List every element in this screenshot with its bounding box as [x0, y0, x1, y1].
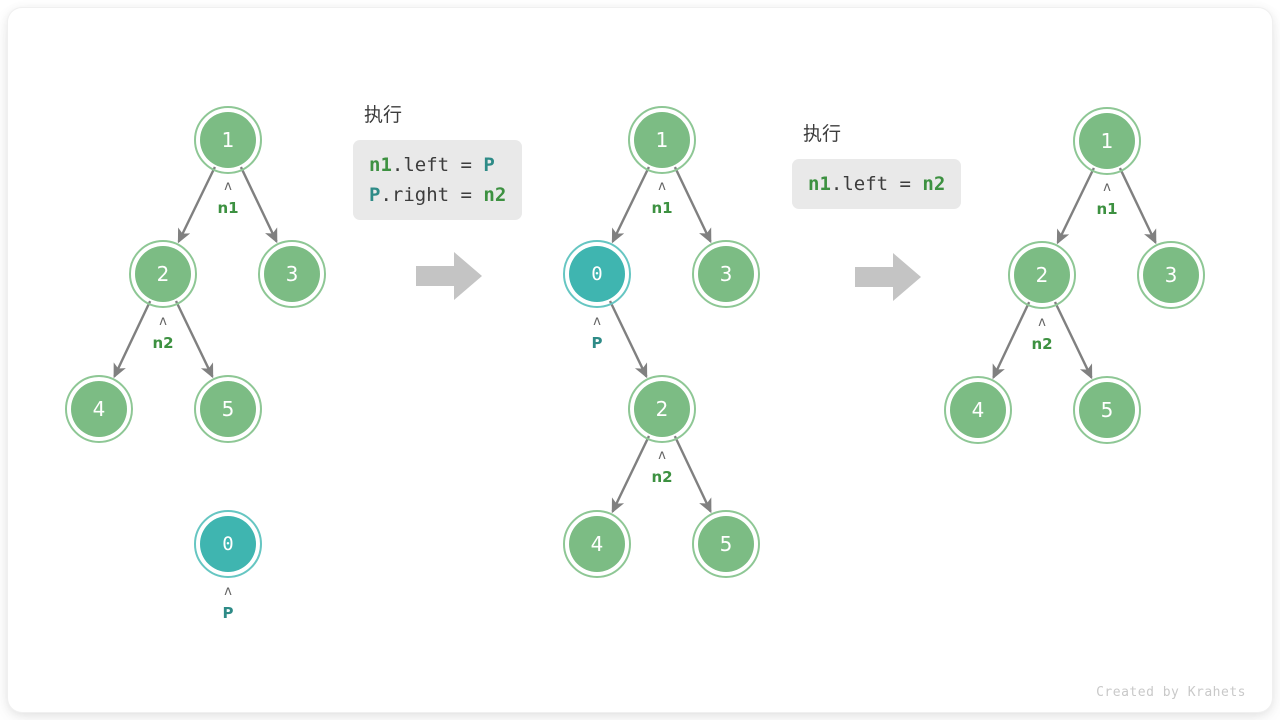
pointer-caret-icon: ʌ — [593, 314, 601, 329]
code-snippet: n1.left = n2 — [792, 159, 962, 209]
tree-node-0[interactable]: 0 — [563, 240, 631, 308]
code-token: n1 — [808, 173, 831, 195]
tree-node-3[interactable]: 3 — [692, 240, 760, 308]
step-caption: 执行 — [803, 123, 842, 145]
tree-node-ring — [129, 240, 197, 308]
pointer-name: n1 — [651, 199, 673, 217]
code-token: .right = — [380, 184, 484, 206]
tree-node-4[interactable]: 4 — [563, 510, 631, 578]
tree-node-4[interactable]: 4 — [65, 375, 133, 443]
tree-node-ring — [194, 375, 262, 443]
pointer-name: n1 — [1096, 200, 1118, 218]
tree-node-ring — [1073, 107, 1141, 175]
tree-node-ring — [194, 106, 262, 174]
tree-node-value: 0 — [591, 262, 603, 285]
pointer-label-n1: ʌ n1 — [622, 179, 702, 218]
tree-node-value: 1 — [221, 128, 235, 152]
tree-node-value: 4 — [590, 532, 604, 556]
tree-node-1[interactable]: 1 — [1073, 107, 1141, 175]
code-token: P — [483, 154, 495, 176]
transition-arrow-icon — [853, 249, 923, 305]
tree-node-value: 2 — [1035, 263, 1049, 287]
tree-node-value: 3 — [719, 262, 733, 286]
tree-node-5[interactable]: 5 — [194, 375, 262, 443]
code-token: .left = — [391, 154, 484, 176]
pointer-caret-icon: ʌ — [658, 179, 666, 194]
tree-node-value: 2 — [156, 262, 170, 286]
tree-node-2[interactable]: 2 — [1008, 241, 1076, 309]
tree-node-ring — [563, 510, 631, 578]
tree-node-1[interactable]: 1 — [194, 106, 262, 174]
code-token: n1 — [369, 154, 392, 176]
pointer-name: n1 — [217, 199, 239, 217]
tree-node-ring — [1137, 241, 1205, 309]
tree-node-3[interactable]: 3 — [1137, 241, 1205, 309]
tree-node-value: 4 — [971, 398, 985, 422]
transition-arrow-icon — [414, 248, 484, 304]
code-token: P — [369, 184, 381, 206]
tree-node-ring — [692, 240, 760, 308]
pointer-name: n2 — [1031, 335, 1053, 353]
tree-node-1[interactable]: 1 — [628, 106, 696, 174]
tree-node-2[interactable]: 2 — [129, 240, 197, 308]
tree-node-value: 5 — [1100, 398, 1114, 422]
pointer-caret-icon: ʌ — [224, 584, 232, 599]
pointer-label-n2: ʌ n2 — [1002, 315, 1082, 354]
code-token: .left = — [830, 173, 923, 195]
pointer-label-n1: ʌ n1 — [188, 179, 268, 218]
step-caption: 执行 — [364, 104, 403, 126]
tree-node-ring — [628, 106, 696, 174]
tree-node-ring — [258, 240, 326, 308]
code-token: n2 — [483, 184, 507, 206]
credit-text: Created by Krahets — [1096, 685, 1246, 700]
pointer-label-n1: ʌ n1 — [1067, 180, 1147, 219]
tree-node-value: 2 — [655, 397, 669, 421]
tree-node-ring — [628, 375, 696, 443]
tree-node-0[interactable]: 0 — [194, 510, 262, 578]
tree-node-value: 1 — [655, 128, 669, 152]
code-token: n2 — [922, 173, 946, 195]
pointer-caret-icon: ʌ — [224, 179, 232, 194]
tree-node-ring — [692, 510, 760, 578]
tree-node-value: 1 — [1100, 129, 1114, 153]
tree-node-ring — [1008, 241, 1076, 309]
tree-node-value: 5 — [719, 532, 733, 556]
pointer-caret-icon: ʌ — [658, 448, 666, 463]
pointer-name: n2 — [651, 468, 673, 486]
tree-node-ring — [563, 240, 631, 308]
tree-node-value: 5 — [221, 397, 235, 421]
pointer-name: P — [591, 334, 603, 352]
code-line: P.right = n2 — [369, 180, 506, 210]
pointer-caret-icon: ʌ — [159, 314, 167, 329]
code-line: n1.left = P — [369, 150, 506, 180]
tree-node-ring — [194, 510, 262, 578]
tree-node-4[interactable]: 4 — [944, 376, 1012, 444]
pointer-label-n2: ʌ n2 — [123, 314, 203, 353]
tree-node-2[interactable]: 2 — [628, 375, 696, 443]
tree-node-5[interactable]: 5 — [692, 510, 760, 578]
tree-node-value: 3 — [285, 262, 299, 286]
pointer-label-n2: ʌ n2 — [622, 448, 702, 487]
pointer-name: P — [222, 604, 234, 622]
tree-node-ring — [944, 376, 1012, 444]
pointer-caret-icon: ʌ — [1103, 180, 1111, 195]
pointer-name: n2 — [152, 334, 174, 352]
tree-node-value: 4 — [92, 397, 106, 421]
pointer-caret-icon: ʌ — [1038, 315, 1046, 330]
tree-node-ring — [65, 375, 133, 443]
tree-node-5[interactable]: 5 — [1073, 376, 1141, 444]
tree-node-value: 0 — [222, 532, 234, 555]
tree-node-value: 3 — [1164, 263, 1178, 287]
tree-node-3[interactable]: 3 — [258, 240, 326, 308]
code-line: n1.left = n2 — [808, 169, 945, 199]
tree-node-ring — [1073, 376, 1141, 444]
